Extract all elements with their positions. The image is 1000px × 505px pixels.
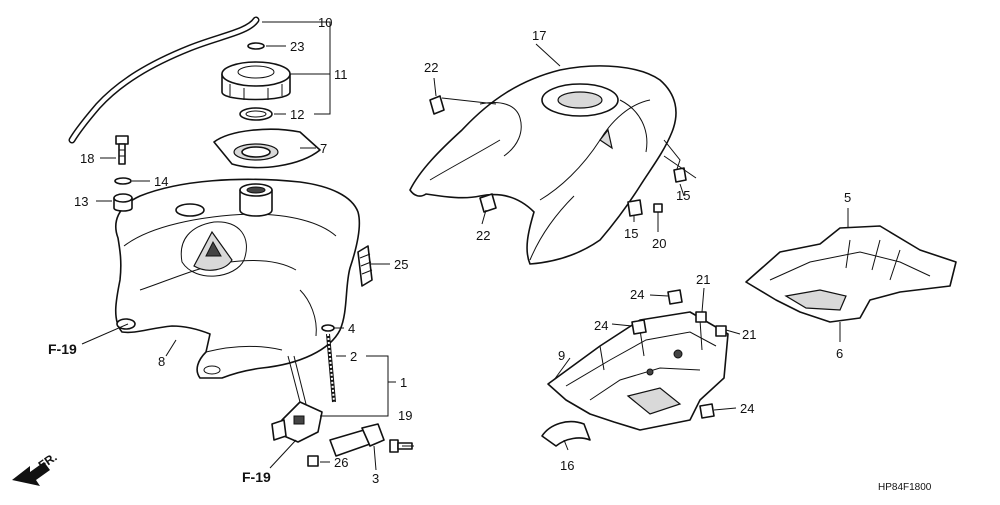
callout-23: 23 bbox=[290, 39, 304, 54]
grommet-15b bbox=[673, 167, 687, 183]
callout-9: 9 bbox=[558, 348, 565, 363]
callout-15-right: 15 bbox=[676, 188, 690, 203]
o-ring-4 bbox=[321, 324, 335, 332]
callout-19: 19 bbox=[398, 408, 412, 423]
callout-7: 7 bbox=[320, 141, 327, 156]
callout-24-top: 24 bbox=[630, 287, 644, 302]
cover-panel-5 bbox=[745, 225, 957, 323]
leader-lines bbox=[81, 21, 849, 471]
callout-21-right: 21 bbox=[742, 327, 756, 342]
callout-14: 14 bbox=[154, 174, 168, 189]
callout-24-bottom: 24 bbox=[740, 401, 754, 416]
rubber-13 bbox=[113, 193, 133, 212]
cushion-24c bbox=[699, 403, 715, 419]
callout-26: 26 bbox=[334, 455, 348, 470]
strainer-tube bbox=[326, 333, 336, 403]
callout-15-left: 15 bbox=[624, 226, 638, 241]
callout-4: 4 bbox=[348, 321, 355, 336]
callout-10: 10 bbox=[318, 15, 332, 30]
cap-gasket bbox=[239, 107, 273, 121]
clip bbox=[247, 42, 265, 50]
clip-21a bbox=[695, 311, 707, 323]
diagram-code: HP84F1800 bbox=[878, 482, 932, 493]
callout-21-top: 21 bbox=[696, 272, 710, 287]
callout-numbers: 10 23 11 12 7 18 14 13 25 4 2 1 19 26 3 … bbox=[74, 15, 851, 486]
filler-protector bbox=[213, 128, 321, 169]
callout-22-bottom: 22 bbox=[476, 228, 490, 243]
cushion-22b bbox=[479, 193, 497, 213]
fuel-tank bbox=[114, 178, 361, 379]
callout-11: 11 bbox=[334, 67, 348, 82]
cushion-24a bbox=[667, 289, 683, 305]
callout-2: 2 bbox=[350, 349, 357, 364]
callout-5: 5 bbox=[844, 190, 851, 205]
callout-6: 6 bbox=[836, 346, 843, 361]
front-arrow-icon bbox=[12, 462, 50, 486]
grommet-15a bbox=[627, 199, 643, 217]
callout-18: 18 bbox=[80, 151, 94, 166]
ref-f19-bottom: F-19 bbox=[242, 469, 271, 485]
breather-tube bbox=[68, 16, 260, 144]
callout-24-mid: 24 bbox=[594, 318, 608, 333]
fuel-hose-joint bbox=[329, 423, 385, 457]
callout-1: 1 bbox=[400, 375, 407, 390]
collar-20 bbox=[653, 203, 663, 213]
washer-14 bbox=[114, 177, 132, 185]
tray-9 bbox=[547, 311, 729, 431]
callout-12: 12 bbox=[290, 107, 304, 122]
callout-13: 13 bbox=[74, 194, 88, 209]
callout-3: 3 bbox=[372, 471, 379, 486]
cushion-22a bbox=[429, 95, 445, 115]
clip-21b bbox=[715, 325, 727, 337]
callout-17: 17 bbox=[532, 28, 546, 43]
callout-8: 8 bbox=[158, 354, 165, 369]
filler-cap bbox=[221, 61, 291, 101]
callout-16: 16 bbox=[560, 458, 574, 473]
tank-shroud bbox=[409, 65, 681, 265]
grommet-25 bbox=[357, 245, 373, 287]
callout-22-top: 22 bbox=[424, 60, 438, 75]
bolt-18 bbox=[115, 135, 129, 165]
callout-20: 20 bbox=[652, 236, 666, 251]
band-16 bbox=[541, 420, 591, 447]
fuel-valve bbox=[271, 355, 323, 443]
callout-25: 25 bbox=[394, 257, 408, 272]
ref-f19-left: F-19 bbox=[48, 341, 77, 357]
screw-26 bbox=[307, 455, 319, 467]
cushion-24b bbox=[631, 319, 647, 335]
